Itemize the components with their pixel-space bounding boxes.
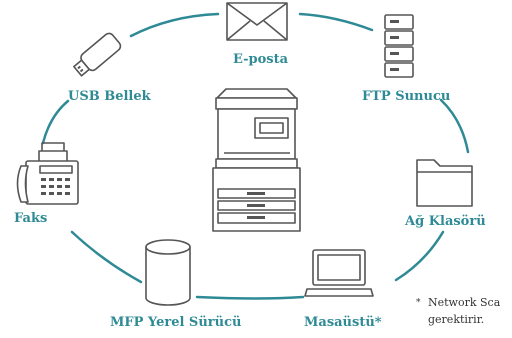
fax-machine-icon [16,142,79,205]
envelope-icon [226,2,288,41]
label-fax: Faks [14,211,48,226]
ring-segment-ftp-folder [439,98,470,154]
ring-segment-drive-fax [70,230,143,284]
folder-icon [416,159,473,207]
footnote-line-2: gerektirir. [428,313,485,326]
label-desktop: Masaüstü* [304,315,382,330]
footnote-line-1: Network Sca [428,296,501,309]
label-network-folder: Ağ Klasörü [405,214,486,229]
multifunction-printer-icon [212,88,301,232]
footnote-marker: * [416,298,421,308]
usb-stick-icon [73,32,122,77]
server-icon [384,14,414,78]
label-mfp-local-drive: MFP Yerel Sürücü [110,315,242,330]
label-ftp-server: FTP Sunucu [362,89,451,104]
cylinder-drive-icon [145,239,191,306]
ring-segment-usb-email [129,12,220,38]
ring-segment-fax-usb [41,99,70,145]
laptop-icon [304,249,374,297]
ring-segment-email-ftp [298,12,374,32]
connection-ring [41,12,470,300]
label-email: E-posta [233,52,289,67]
ring-segment-desktop-drive [195,295,305,300]
label-usb-memory: USB Bellek [68,89,151,104]
ring-segment-folder-desktop [394,230,445,282]
